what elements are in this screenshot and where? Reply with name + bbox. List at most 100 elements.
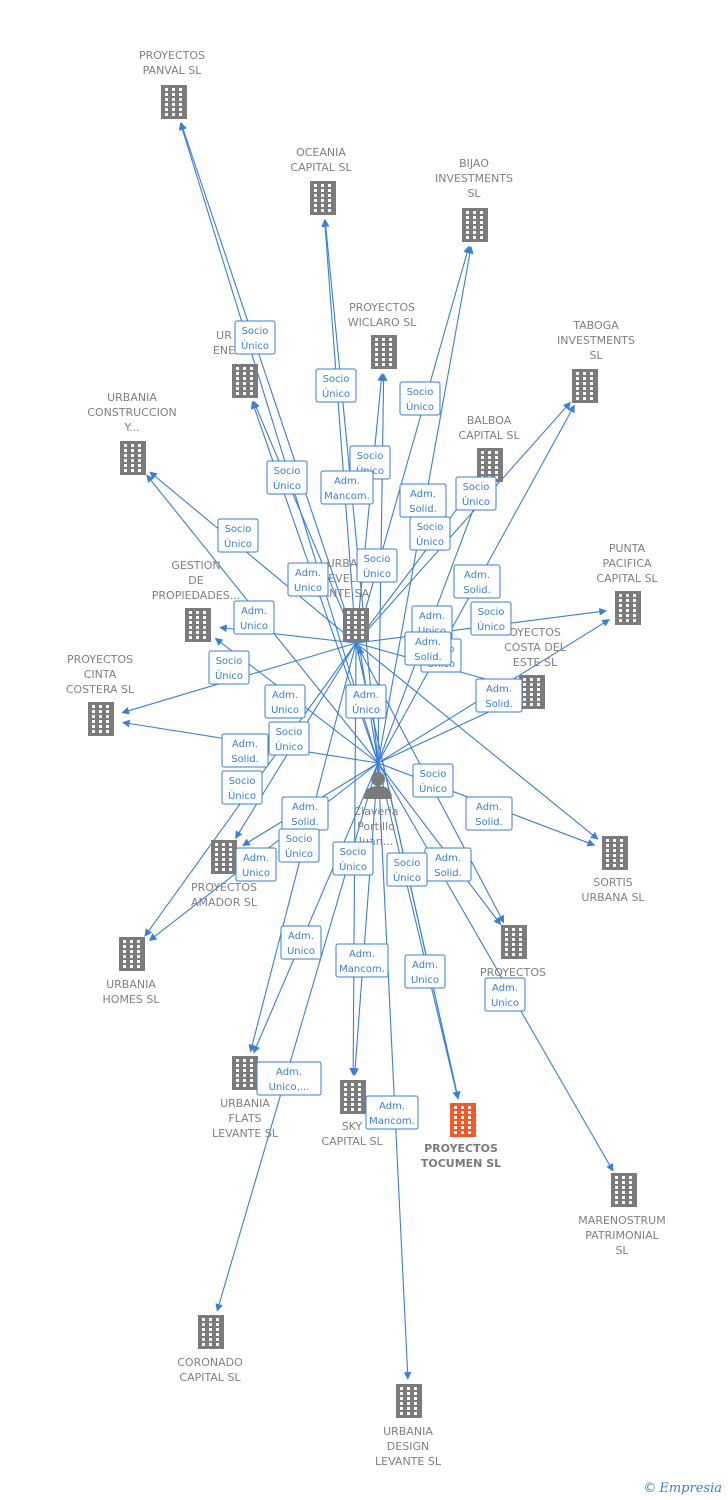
- edge-label-text: Unico: [287, 946, 315, 957]
- building-icon-bijao[interactable]: [462, 208, 488, 242]
- edge-label-person-proyectos_a[interactable]: Adm.Solid.: [424, 847, 472, 882]
- node-label: ENE: [213, 344, 235, 357]
- node-label: URBANIA: [106, 978, 156, 991]
- edge-label-text: Adm.: [464, 570, 490, 581]
- edge-label-person-urbania_flats[interactable]: Adm.Unico: [280, 925, 322, 960]
- building-icon-oceania[interactable]: [310, 181, 336, 215]
- node-label: PATRIMONIAL: [585, 1229, 659, 1242]
- node-label: SORTIS: [593, 876, 632, 889]
- node-label: URBANIA: [383, 1425, 433, 1438]
- edge-label-person-sortis[interactable]: Adm.Solid.: [465, 796, 513, 831]
- copyright-symbol: ©: [643, 1481, 657, 1496]
- edge-label-box: [278, 828, 320, 863]
- building-icon-costa_del_este[interactable]: [519, 675, 545, 709]
- node-label: CAPITAL SL: [458, 429, 520, 442]
- edge-label-box: [221, 770, 263, 805]
- edge-label-person-cinta_costera[interactable]: Adm.Solid.: [221, 733, 269, 768]
- building-icon-sortis[interactable]: [602, 836, 628, 870]
- edge-label-text: Solid.: [434, 868, 462, 879]
- edge-label-urbania_levante-sky[interactable]: Adm.Mancom.: [335, 943, 389, 978]
- person-icon[interactable]: [364, 772, 392, 799]
- building-icon-gestion[interactable]: [185, 608, 211, 642]
- building-icon-punta_pacifica[interactable]: [615, 591, 641, 625]
- edge-label-text: Adm.: [410, 489, 436, 500]
- edge-label-text: Adm.: [379, 1101, 405, 1112]
- building-icon-sky[interactable]: [340, 1080, 366, 1114]
- edge-label-box: [266, 460, 308, 495]
- edge-label-text: Adm.: [292, 802, 318, 813]
- building-icon-wiclaro[interactable]: [371, 335, 397, 369]
- building-icon-balboa[interactable]: [477, 448, 503, 482]
- edge-label-text: Único: [339, 860, 367, 873]
- edge-label-urbania_levante-urbania_homes[interactable]: Adm.Unico: [264, 684, 306, 719]
- edge-label-text: Socio: [286, 834, 313, 845]
- edge-person-proyectos_a: [377, 762, 502, 926]
- edge-label-person-urbania_design[interactable]: Adm.Unico: [404, 954, 446, 989]
- node-label: PROYECTOS: [349, 301, 415, 314]
- edge-label-urbania_levante-tocumen[interactable]: Adm.Mancom.: [365, 1095, 419, 1130]
- edge-label-person-marenostrum[interactable]: Adm.Unico: [484, 977, 526, 1012]
- edge-label-person-punta_pacifica[interactable]: Adm.Solid.: [475, 678, 523, 713]
- edge-label-urbania_levante-wiclaro[interactable]: Adm.Mancom.: [320, 470, 374, 505]
- building-icon-coronado[interactable]: [198, 1315, 224, 1349]
- edge-label-text: Único: [215, 669, 243, 682]
- edge-label-box: [484, 977, 526, 1012]
- edge-label-text: Adm.: [241, 606, 267, 617]
- building-icon-urbania_ene[interactable]: [232, 364, 258, 398]
- building-icon-urbania_homes[interactable]: [119, 937, 145, 971]
- building-icon-panval[interactable]: [161, 85, 187, 119]
- edge-label-person-coronado[interactable]: Adm.Unico: [235, 847, 277, 882]
- building-icon-urbania_flats[interactable]: [232, 1056, 258, 1090]
- building-icon-cinta_costera[interactable]: [88, 702, 114, 736]
- building-icon-urbania_construccion[interactable]: [120, 441, 146, 475]
- edge-label-urbania_levante-taboga[interactable]: Adm.Solid.: [453, 564, 501, 599]
- building-icon-amador[interactable]: [211, 840, 237, 874]
- edge-label-person-gestion[interactable]: Adm.Unico: [233, 600, 275, 635]
- building-icon-tocumen[interactable]: [450, 1103, 476, 1137]
- footer-brand[interactable]: ©Empresia: [643, 1481, 722, 1496]
- node-label: ESTE SL: [513, 656, 558, 669]
- building-icon-urbania_levante[interactable]: [343, 608, 369, 642]
- edge-label-text: Único: [462, 495, 490, 508]
- edge-label-urbania_levante-balboa[interactable]: Adm.Solid.: [404, 631, 452, 666]
- edge-label-text: Adm.: [272, 690, 298, 701]
- edge-urbania_levante-urbania_ene: [252, 400, 357, 644]
- edge-label-person-amador[interactable]: Adm.Solid.: [281, 796, 329, 831]
- building-icon-urbania_design[interactable]: [396, 1384, 422, 1418]
- node-label: LEVANTE SL: [212, 1127, 279, 1140]
- node-label: PROPIEDADES...: [152, 589, 240, 602]
- edge-label-text: Socio: [394, 858, 421, 869]
- edge-label-text: Solid.: [485, 699, 513, 710]
- building-icon-proyectos_a[interactable]: [501, 925, 527, 959]
- edge-label-urbania_levante-urbania_flats[interactable]: Adm.Unico,...: [256, 1061, 322, 1096]
- node-label: WICLARO SL: [348, 316, 417, 329]
- edge-label-text: Único: [241, 339, 269, 352]
- building-icon-marenostrum[interactable]: [611, 1173, 637, 1207]
- node-label: URBANIA: [220, 1097, 270, 1110]
- node-label: PROYECTOS: [67, 653, 133, 666]
- edge-label-person-urbania_levante[interactable]: Adm.Único: [345, 684, 387, 719]
- node-label: VANTE SA: [315, 587, 370, 600]
- building-icon-taboga[interactable]: [572, 369, 598, 403]
- node-label: BALBOA: [467, 414, 512, 427]
- edge-label-text: Socio: [463, 482, 490, 493]
- edge-label-text: Socio: [417, 522, 444, 533]
- edge-label-urbania_levante-urbania_ene[interactable]: Adm.Unico: [287, 562, 329, 597]
- edge-label-urbania_levante-bijao[interactable]: Adm.Solid.: [399, 483, 447, 518]
